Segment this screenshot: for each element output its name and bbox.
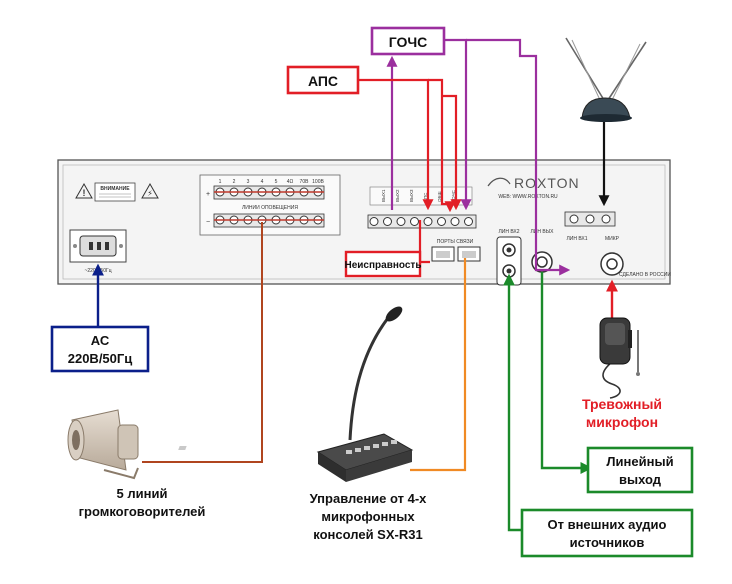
terminal-number: 5	[275, 179, 278, 185]
control-terminal-screw	[464, 217, 473, 226]
control-terminal-screw	[423, 217, 433, 226]
brand-website: WEB: WWW.ROXTON.RU	[498, 194, 558, 200]
horn-speaker-icon	[67, 409, 139, 480]
control-terminal-label: ОБЩ	[437, 191, 442, 202]
jack-label-lin-in2: ЛИН ВХ2	[498, 229, 519, 235]
external-audio-wire	[503, 273, 522, 532]
external-audio-label-box: От внешних аудио источников	[520, 508, 694, 558]
alarm-mic-label-line2: микрофон	[586, 414, 658, 430]
gochs-label-box: ГОЧС	[370, 26, 446, 56]
control-terminal-screw	[396, 217, 406, 226]
line-out-label-line1: Линейный	[606, 454, 673, 469]
alarm-mic-label-line1: Тревожный	[582, 396, 662, 412]
console-wire	[410, 258, 467, 472]
made-in-label: СДЕЛАНО В РОССИИ	[619, 272, 671, 278]
brand-logo: ROXTON WEB: WWW.ROXTON.RU	[487, 175, 580, 200]
antenna-icon	[565, 37, 647, 122]
terminal-number: 3	[247, 179, 250, 185]
alarm-microphone-icon	[599, 317, 640, 399]
communication-ports: ПОРТЫ СВЯЗИ	[431, 239, 481, 262]
svg-text:⚡: ⚡	[147, 189, 153, 198]
jack-label-lin-out: ЛИН ВЫХ	[531, 229, 555, 235]
control-terminal-screws	[369, 217, 473, 226]
control-terminals: ВЫХ1 ВЫХ2 ВЫХ3 АПС ОБЩ ГОЧС	[367, 186, 477, 229]
ac-power-label-box: АС 220В/50Гц	[50, 325, 150, 373]
ac-label-line1: АС	[91, 333, 110, 348]
svg-text:−: −	[206, 219, 210, 226]
speakers-label-line2: громкоговорителей	[79, 504, 206, 519]
control-terminal-label: АПС	[423, 192, 428, 202]
terminal-number: 4Ω	[287, 179, 294, 185]
consoles-label-line1: Управление от 4-х	[310, 491, 428, 506]
control-terminal-screw	[383, 217, 392, 226]
mains-socket: ~220В/50Гц	[69, 229, 127, 274]
control-terminal-screw	[437, 217, 446, 226]
control-terminal-label: ГОЧС	[451, 189, 456, 202]
fault-label: Неисправность	[345, 260, 422, 271]
svg-text:!: !	[83, 188, 86, 198]
aps-label: АПС	[308, 73, 338, 89]
line-out-wire	[540, 272, 593, 474]
jack-label-mic: МИКР	[605, 236, 620, 242]
external-audio-label-line2: источников	[570, 535, 645, 550]
warning-title: ВНИМАНИЕ	[100, 186, 130, 192]
gochs-label: ГОЧС	[389, 34, 428, 50]
terminal-number: 100В	[312, 179, 324, 185]
control-terminal-screw	[450, 217, 460, 226]
control-terminal-screw	[410, 217, 419, 226]
speakers-label-line1: 5 линий	[117, 486, 168, 501]
line-out-label-box: Линейный выход	[586, 446, 694, 494]
speaker-wire	[142, 222, 263, 463]
brand-name: ROXTON	[514, 175, 580, 191]
speaker-lines-label: ЛИНИИ ОПОВЕЩЕНИЯ	[242, 205, 298, 211]
jack-label-lin-in1: ЛИН ВХ1	[566, 236, 587, 242]
warning-label: ! ВНИМАНИЕ ⚡	[75, 182, 159, 202]
consoles-label-line3: консолей SX-R31	[313, 527, 422, 542]
terminal-number: 1	[219, 179, 222, 185]
microphone-console-icon	[178, 306, 414, 482]
control-terminal-label: ВЫХ1	[381, 189, 386, 202]
gochs-wires	[386, 38, 571, 276]
external-audio-label-line1: От внешних аудио	[547, 517, 666, 532]
svg-text:+: +	[206, 191, 210, 198]
control-terminal-label: ВЫХ2	[395, 189, 400, 202]
ac-label-line2: 220В/50Гц	[68, 351, 133, 366]
line-out-label-line2: выход	[619, 472, 662, 487]
consoles-label-line2: микрофонных	[321, 509, 415, 524]
control-terminal-label: ВЫХ3	[409, 189, 414, 202]
terminal-number: 2	[233, 179, 236, 185]
terminal-number: 4	[261, 179, 264, 185]
aps-label-box: АПС	[286, 65, 360, 95]
aps-wires	[358, 78, 462, 264]
control-terminal-labels: ВЫХ1 ВЫХ2 ВЫХ3 АПС ОБЩ ГОЧС	[381, 189, 456, 202]
ports-label: ПОРТЫ СВЯЗИ	[437, 239, 474, 245]
control-terminal-screw	[369, 217, 379, 226]
fault-label-box: Неисправность	[345, 250, 422, 278]
terminal-number: 70В	[300, 179, 310, 185]
